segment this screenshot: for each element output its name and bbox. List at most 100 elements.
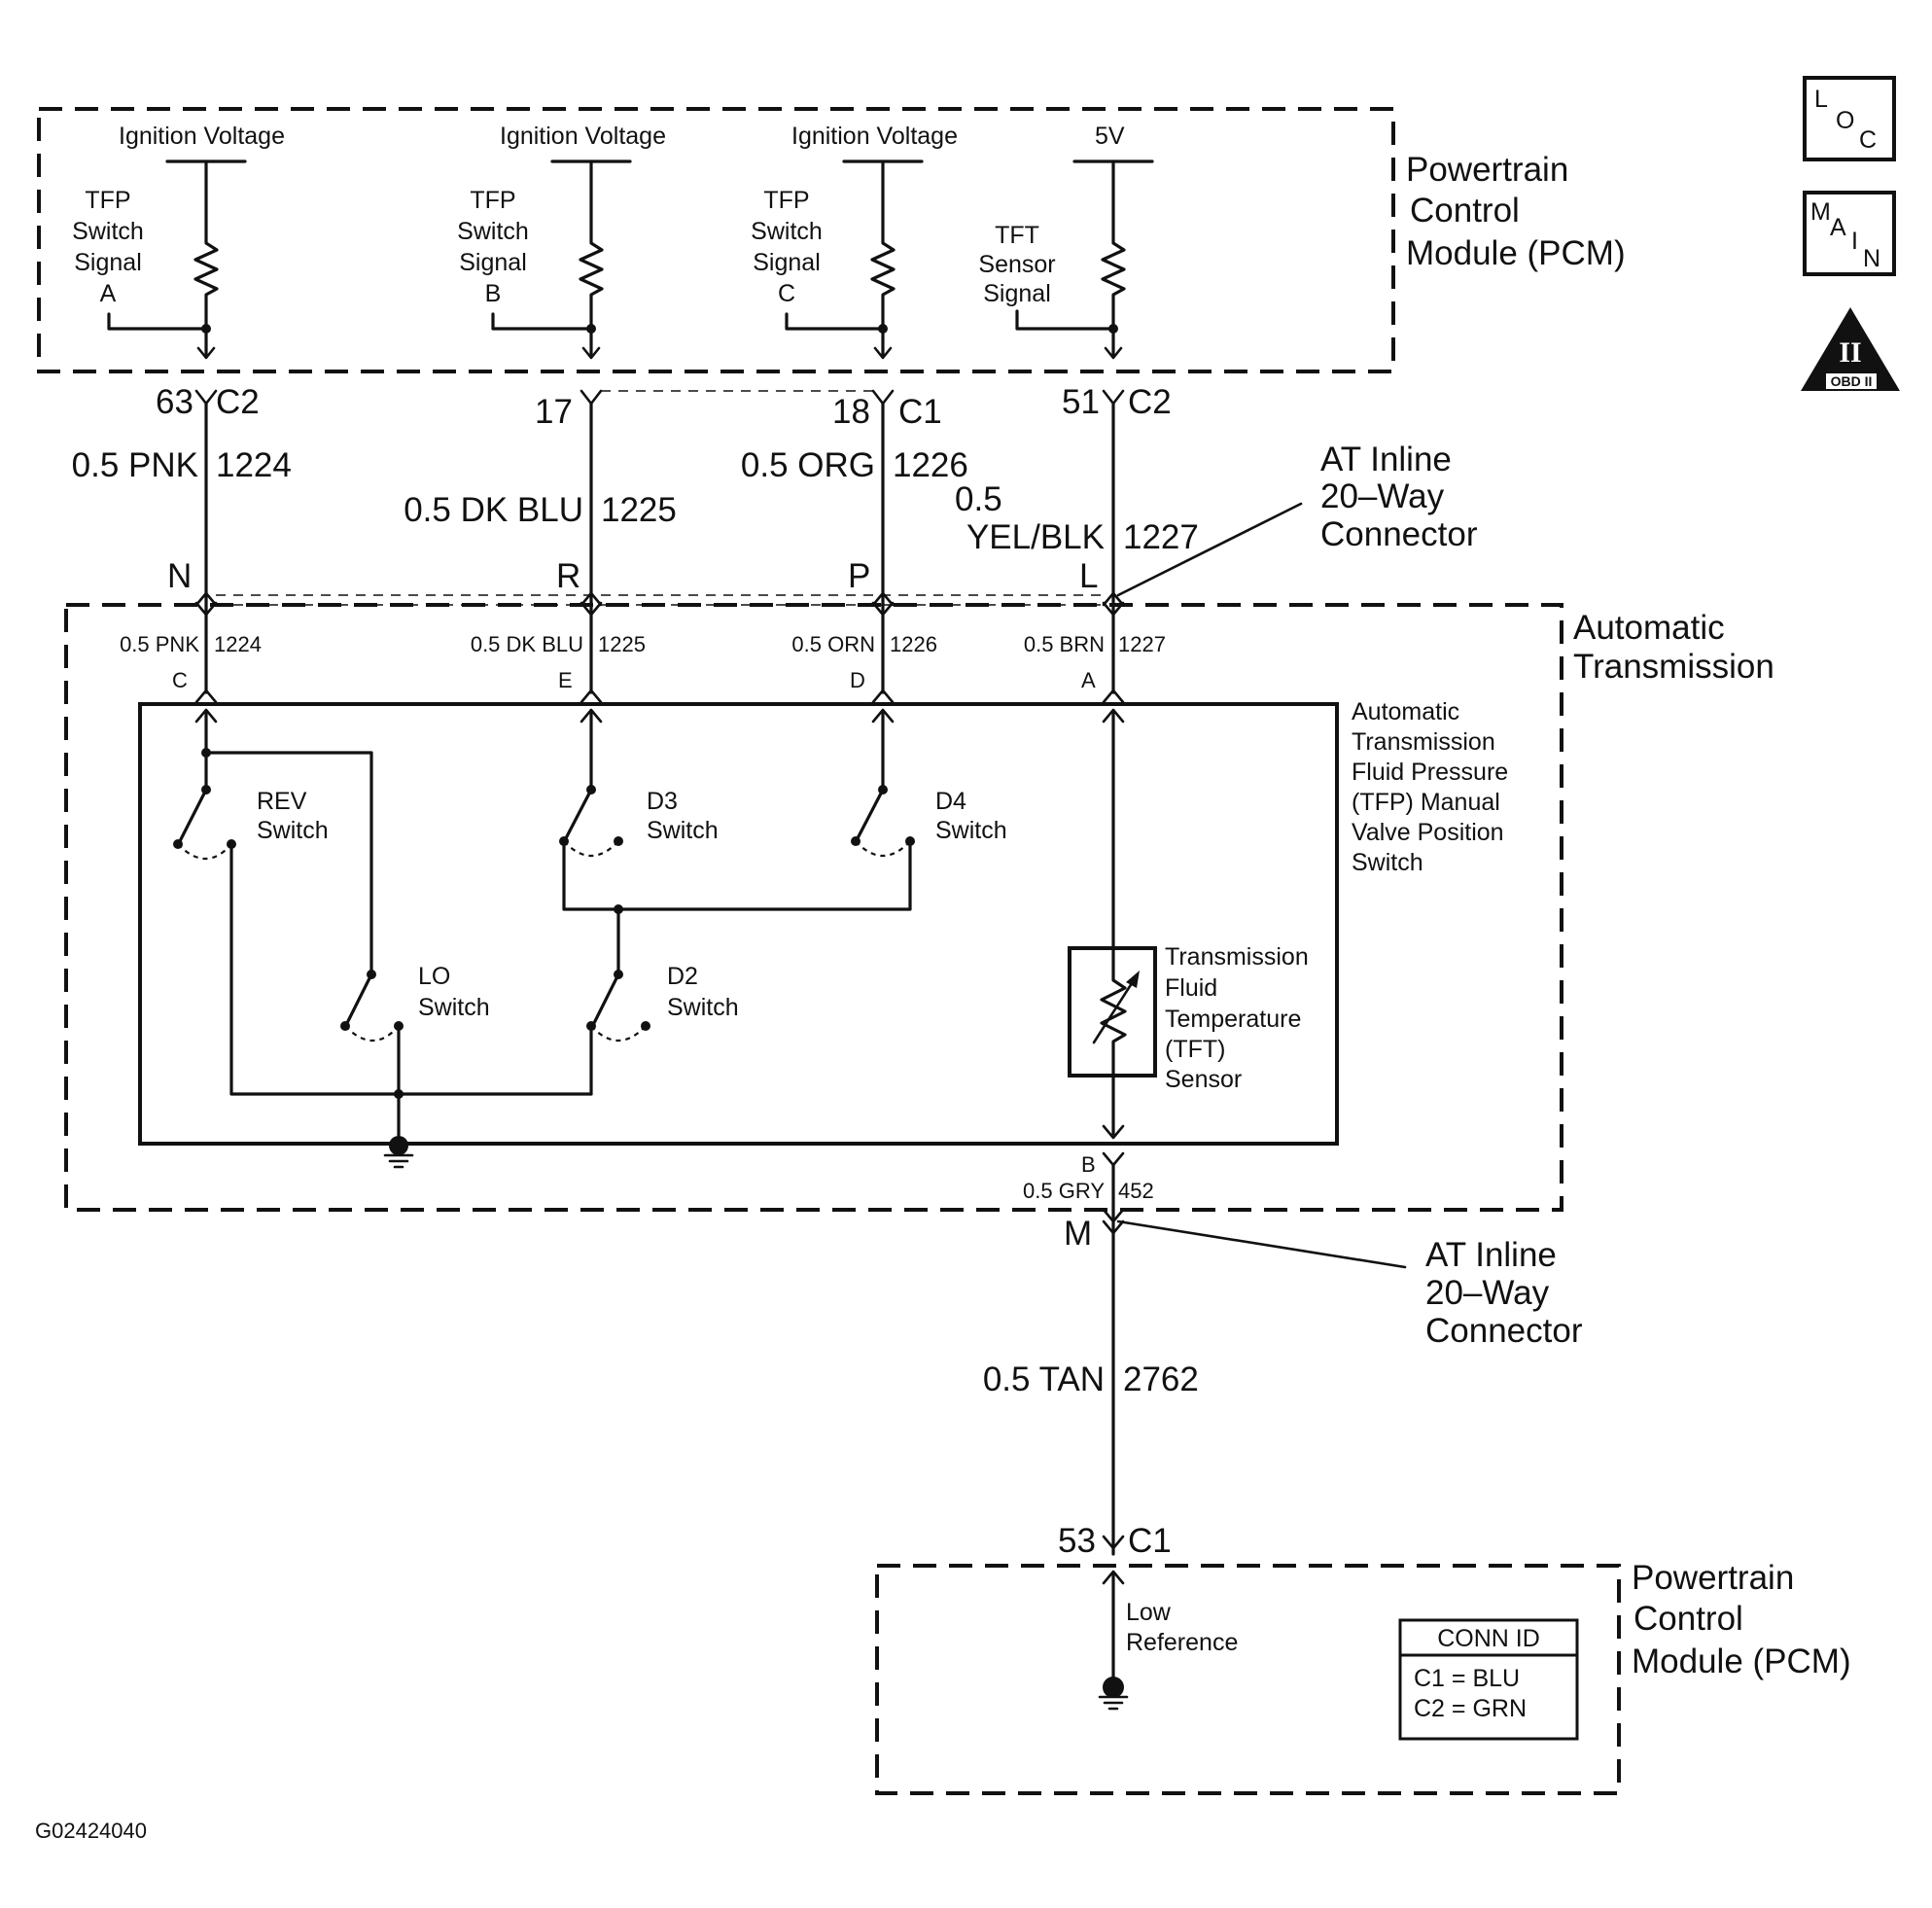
inline-connector-upper: N R P L AT Inline 20–Way Connector [167,441,1478,617]
wire-upper-b-circuit: 1225 [601,491,677,529]
pullup-circuit-5v [1015,159,1154,360]
pcm-bottom-title-line-3: Module (PCM) [1632,1643,1851,1680]
pcm-pin-63: 63 [156,383,193,421]
d4-switch-line-2: Switch [935,817,1007,844]
trans-pin-e: E [558,668,573,692]
trans-wire-a-circuit: 1224 [214,632,262,656]
pcm-conn-c1-a: C1 [898,393,942,431]
signal-c-line-1: TFP [763,187,809,214]
tft-sensor: Transmission Fluid Temperature (TFT) Sen… [1068,710,1309,1140]
trans-pin-a: A [1081,668,1096,692]
conn-id-header: CONN ID [1437,1625,1540,1652]
tfp-label-line-2: Transmission [1352,728,1495,756]
inline-pin-r: R [556,557,580,595]
trans-wire-c-circuit: 1226 [890,632,937,656]
wire-upper-c-color: 0.5 ORG [741,446,875,484]
obd-icon-caption: OBD II [1831,373,1873,389]
tft-signal-line-1: TFT [995,222,1039,249]
trans-wire-a-color: 0.5 PNK [120,632,199,656]
loc-icon-letter-3: C [1859,126,1877,154]
trans-wire-e-circuit: 452 [1118,1179,1154,1203]
trans-wire-c-color: 0.5 ORN [791,632,875,656]
pullup-circuit-c [785,159,924,360]
inline-pin-p: P [848,557,870,595]
inline-pin-l: L [1079,557,1098,595]
trans-wire-d-color: 0.5 BRN [1024,632,1105,656]
tfp-label-line-3: Fluid Pressure [1352,759,1508,786]
signal-b-line-3: Signal [459,249,527,276]
pcm-top-title-line-2: Control [1410,192,1520,230]
loc-icon: L O C [1803,76,1896,161]
pcm-top-title-line-1: Powertrain [1406,151,1568,189]
signal-a-line-4: A [100,280,117,307]
conn-id-row-2: C2 = GRN [1414,1695,1527,1722]
inline-connector-label-line-3: Connector [1320,515,1478,553]
pullup-circuit-a [107,159,247,360]
tft-label-line-3: Temperature [1165,1006,1301,1033]
d2-switch-line-2: Switch [667,994,739,1021]
return-wire-color: 0.5 TAN [983,1360,1105,1398]
trans-wire-b-color: 0.5 DK BLU [471,632,583,656]
transmission-boundary [64,603,1563,1212]
d-range-circuit: D3 Switch D4 Switch D2 Switch [559,710,1007,1096]
signal-b-line-4: B [485,280,502,307]
signal-c-line-3: Signal [753,249,821,276]
trans-pin-c: C [172,668,188,692]
tft-signal-line-2: Sensor [978,251,1055,278]
signal-a-line-3: Signal [74,249,142,276]
wire-upper-a-circuit: 1224 [216,446,292,484]
supply-label-a: Ignition Voltage [119,123,285,150]
signal-c-line-4: C [778,280,795,307]
trans-pin-b: B [1081,1152,1096,1177]
wire-upper-d-color-line-2: YEL/BLK [966,518,1105,556]
figure-id: G02424040 [35,1819,147,1843]
inline-connector-leader [1116,502,1303,597]
inline-lower-leader [1116,1219,1407,1269]
trans-wire-e-color: 0.5 GRY [1023,1179,1105,1203]
return-wire-circuit: 2762 [1123,1360,1199,1398]
main-icon: M A I N [1803,191,1896,276]
tft-signal-line-3: Signal [983,280,1051,307]
signal-a-line-1: TFP [85,187,130,214]
main-icon-letter-2: A [1830,214,1846,241]
main-icon-letter-4: N [1863,245,1880,272]
inline-connector-label-line-1: AT Inline [1320,441,1452,478]
transmission-title-line-1: Automatic [1573,609,1725,647]
tft-label-line-4: (TFT) [1165,1036,1225,1063]
switch-ground [383,1024,593,1169]
pcm-bottom-title-line-2: Control [1633,1600,1743,1638]
signal-b-line-2: Switch [457,218,529,245]
inline-pin-m: M [1064,1215,1092,1253]
pcm-top: Powertrain Control Module (PCM) Ignition… [37,107,1626,373]
tft-label-line-2: Fluid [1165,974,1217,1002]
pcm-pin-53: 53 [1058,1522,1096,1560]
wire-upper-d-circuit: 1227 [1123,518,1199,556]
tfp-label-line-4: (TFP) Manual [1352,789,1500,816]
tft-label-line-5: Sensor [1165,1066,1242,1093]
low-reference-line-2: Reference [1126,1629,1238,1656]
trans-wire-d-circuit: 1227 [1118,632,1166,656]
loc-icon-letter-1: L [1814,86,1828,113]
wire-upper-d-color-line-1: 0.5 [955,480,1002,518]
rev-switch-line-1: REV [257,788,307,815]
inline-lower-label-line-2: 20–Way [1425,1274,1550,1312]
rev-switch-line-2: Switch [257,817,329,844]
inline-pin-n: N [167,557,192,595]
pcm-bottom-title-line-1: Powertrain [1632,1559,1794,1597]
tfp-label-line-5: Valve Position [1352,819,1504,846]
tfp-label-line-1: Automatic [1352,698,1459,725]
pcm-top-title-line-3: Module (PCM) [1406,234,1626,272]
transmission: Automatic Transmission 0.5 PNK 1224 0.5 … [64,603,1774,1212]
loc-icon-letter-2: O [1836,107,1854,134]
supply-label-c: Ignition Voltage [791,123,958,150]
supply-label-5v: 5V [1095,123,1125,150]
tfp-switch-assembly [138,702,1339,1146]
signal-c-line-2: Switch [751,218,823,245]
pcm-pin-18: 18 [832,393,870,431]
obd-ii-icon: II OBD II [1801,307,1900,391]
pcm-bottom: Low Reference CONN ID C1 = BLU C2 = GRN … [875,1559,1851,1795]
wire-upper-b-color: 0.5 DK BLU [404,491,583,529]
pcm-pin-51: 51 [1062,383,1100,421]
main-icon-letter-3: I [1851,228,1858,255]
